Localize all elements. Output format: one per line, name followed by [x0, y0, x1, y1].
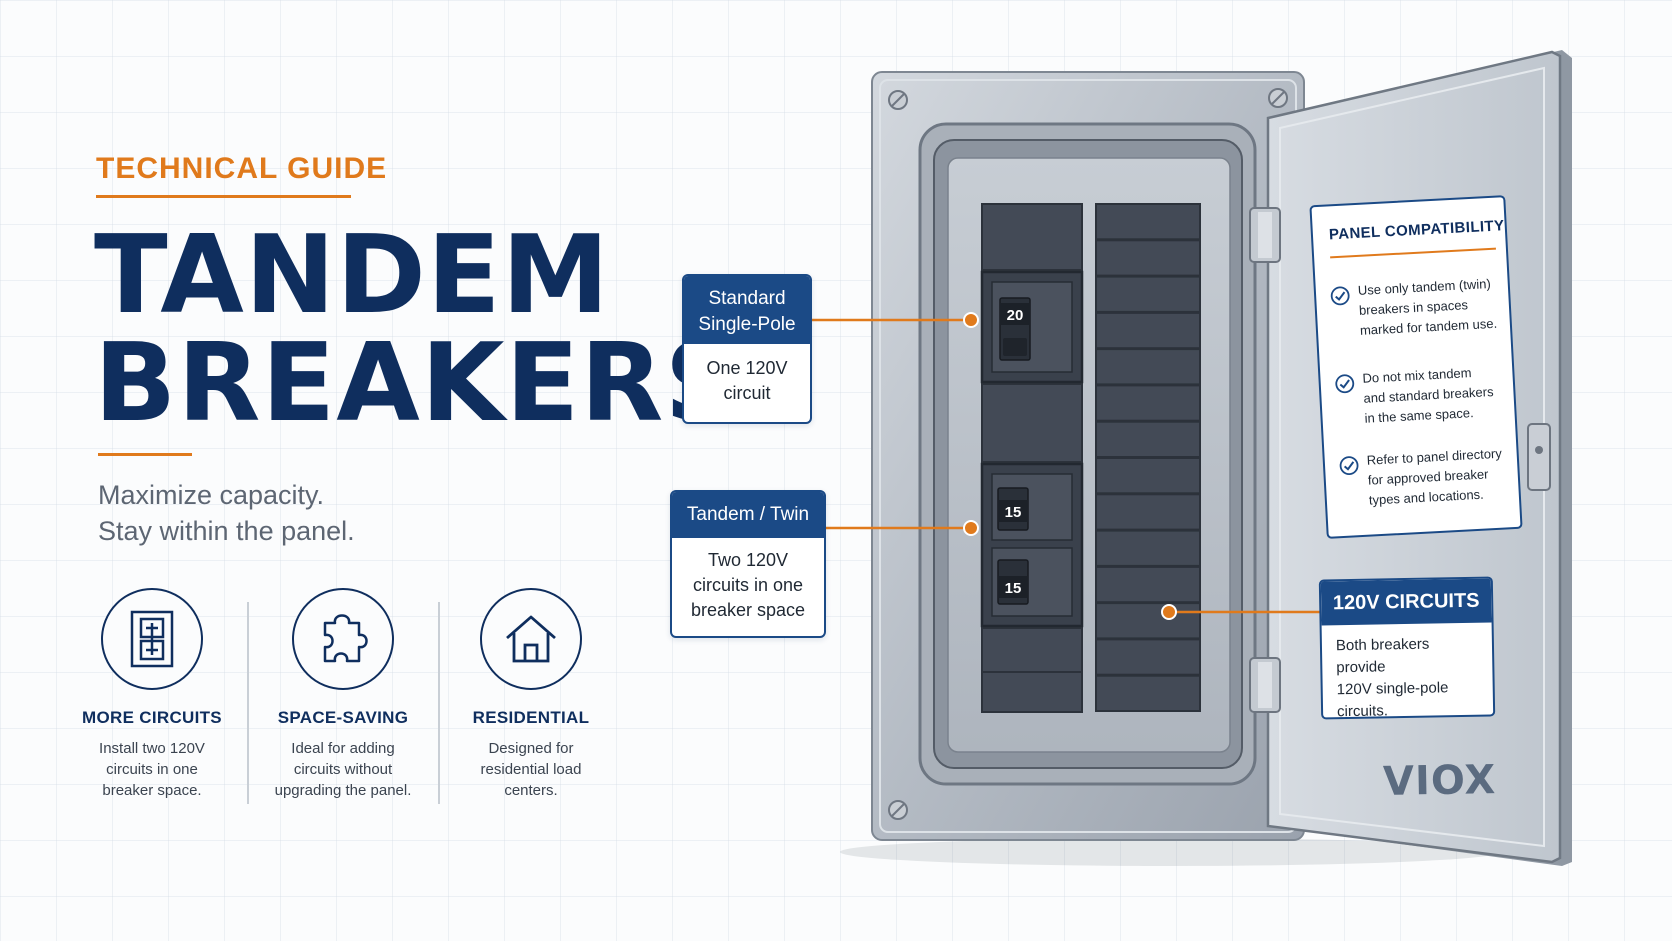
feature-desc-line: Designed for: [488, 740, 574, 757]
feature-more-circuits: MORE CIRCUITS Install two 120V circuits …: [57, 588, 247, 801]
breaker-slot: [1095, 457, 1201, 495]
circuits-info-card: 120V CIRCUITS Both breakers provide 120V…: [1318, 576, 1496, 720]
circuits-card-description: Both breakers provide 120V single-pole c…: [1322, 623, 1494, 720]
feature-description: Designed for residential load centers.: [436, 738, 626, 801]
check-circle-icon: [1335, 374, 1355, 394]
circuits-desc-line: 120V single-pole: [1336, 679, 1449, 699]
callout-tandem: Tandem / Twin Two 120V circuits in one b…: [670, 490, 826, 638]
tandem-breaker: 15 15: [980, 462, 1084, 628]
screw-icon: [888, 800, 908, 820]
callout-desc-line: One 120V: [706, 358, 788, 378]
callout-desc-line: circuit: [723, 383, 771, 403]
subtitle-line-2: Stay within the panel.: [98, 516, 355, 546]
subtitle-line-1: Maximize capacity.: [98, 480, 325, 510]
callout-single-pole: Standard Single-Pole One 120V circuit: [682, 274, 812, 424]
breaker-slot: [1095, 493, 1201, 531]
feature-desc-line: upgrading the panel.: [274, 782, 412, 799]
feature-desc-line: Ideal for adding: [291, 740, 395, 757]
screw-icon: [888, 90, 908, 110]
feature-description: Ideal for adding circuits without upgrad…: [248, 738, 438, 801]
panel-shadow: [840, 838, 1500, 866]
callout-desc-line: breaker space: [690, 600, 806, 620]
puzzle-piece-icon: [292, 588, 394, 690]
door-latch: [1527, 423, 1551, 491]
breaker-column-right: [1095, 203, 1201, 713]
single-pole-breaker: 20: [980, 270, 1084, 384]
callout-desc-line: circuits in one: [692, 575, 804, 595]
callout-description: Two 120V circuits in one breaker space: [672, 538, 824, 623]
compatibility-item: Refer to panel directory for approved br…: [1338, 443, 1517, 512]
feature-divider: [247, 602, 249, 804]
feature-title: RESIDENTIAL: [472, 708, 590, 727]
callout-desc-line: Two 120V: [707, 550, 789, 570]
breaker-slot: [1095, 420, 1201, 459]
breaker-column-left: [981, 203, 1083, 713]
feature-description: Install two 120V circuits in one breaker…: [57, 738, 247, 801]
compatibility-title: PANEL COMPATIBILITY: [1328, 217, 1505, 244]
callout-title: Standard Single-Pole: [684, 276, 810, 344]
breaker-rating-label: 15: [1005, 504, 1022, 521]
callout-title: Tandem / Twin: [672, 492, 824, 538]
feature-desc-line: breaker space.: [102, 782, 202, 799]
feature-desc-line: circuits without: [293, 761, 393, 778]
compatibility-item: Use only tandem (twin) breakers in space…: [1329, 273, 1508, 342]
check-circle-icon: [1339, 456, 1359, 476]
callout-title-line: Single-Pole: [698, 314, 796, 335]
callout-description: One 120V circuit: [684, 344, 810, 406]
door-hinge: [1249, 657, 1281, 713]
breaker-slot: [1095, 674, 1201, 713]
door-hinge: [1249, 207, 1281, 263]
breaker-rating-label: 15: [1005, 580, 1022, 597]
feature-title: SPACE-SAVING: [277, 708, 409, 727]
breaker-slot: [1095, 638, 1201, 676]
callout-leader-single-pole: [810, 312, 979, 328]
brand-logo: VIOX: [1382, 757, 1497, 805]
breaker-slot: [1095, 203, 1201, 241]
screw-icon: [1268, 88, 1288, 108]
breaker-slot: [1095, 565, 1201, 604]
feature-residential: RESIDENTIAL Designed for residential loa…: [436, 588, 626, 801]
breaker-slot: [1095, 311, 1201, 350]
page-title-line-1: TANDEM: [94, 213, 611, 338]
page-title-line-2: BREAKERS: [94, 321, 744, 446]
house-icon: [480, 588, 582, 690]
breaker-slot: [1095, 384, 1201, 422]
tandem-breaker-icon: [101, 588, 203, 690]
callout-title-line: Standard: [708, 288, 786, 309]
compatibility-item: Do not mix tandem and standard breakers …: [1334, 361, 1513, 430]
breaker-slot: [1095, 275, 1201, 313]
breaker-slot: [1095, 239, 1201, 277]
feature-desc-line: Install two 120V: [99, 740, 205, 757]
circuits-card-title: 120V CIRCUITS: [1320, 578, 1492, 626]
callout-leader-tandem: [824, 520, 979, 536]
circuits-desc-line: Both breakers provide: [1335, 635, 1430, 677]
panel-compatibility-card: PANEL COMPATIBILITY Use only tandem (twi…: [1309, 195, 1523, 539]
breaker-slot: [1095, 529, 1201, 567]
title-underline: [98, 453, 192, 456]
feature-divider: [438, 602, 440, 804]
eyebrow-label: TECHNICAL GUIDE: [96, 152, 388, 185]
compatibility-underline: [1330, 247, 1496, 259]
breaker-rating-label: 20: [1007, 307, 1024, 324]
feature-desc-line: residential load: [480, 761, 582, 778]
circuits-desc-line: circuits.: [1336, 702, 1389, 720]
feature-desc-line: circuits in one: [106, 761, 198, 778]
feature-space-saving: SPACE-SAVING Ideal for adding circuits w…: [248, 588, 438, 801]
breaker-slot: [1095, 602, 1201, 640]
callout-leader-circuits: [1161, 604, 1322, 620]
feature-desc-line: centers.: [504, 782, 558, 799]
feature-title: MORE CIRCUITS: [82, 708, 222, 727]
check-circle-icon: [1330, 286, 1350, 306]
eyebrow-underline: [96, 195, 351, 198]
breaker-slot: [1095, 348, 1201, 386]
